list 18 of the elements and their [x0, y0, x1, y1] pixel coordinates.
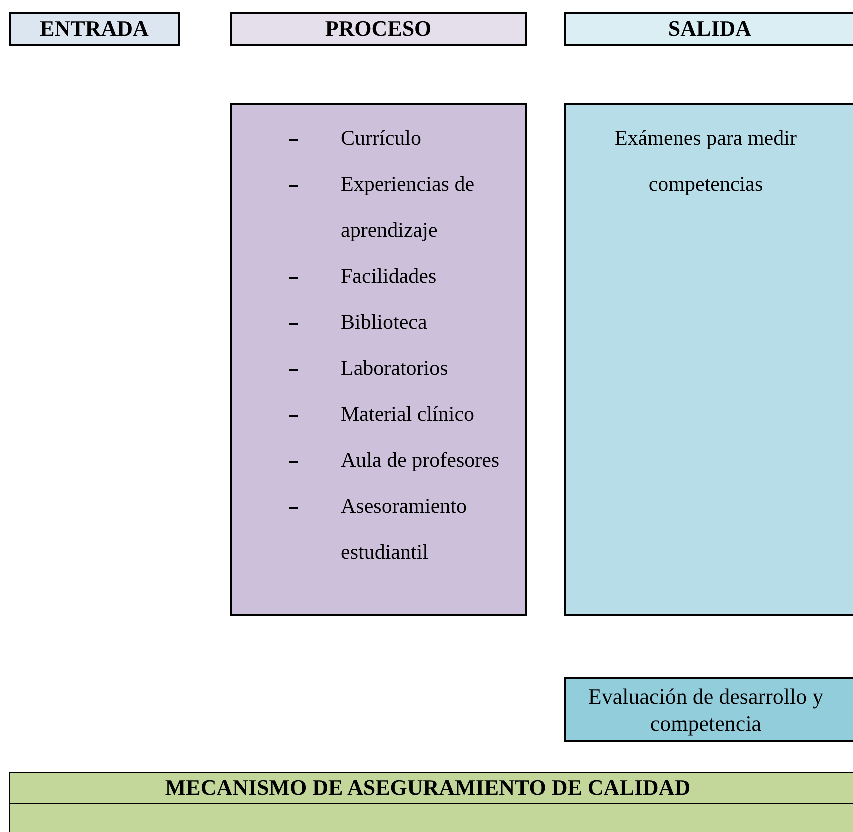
list-item: Asesoramiento estudiantil	[341, 493, 468, 566]
list-item: Laboratorios	[341, 355, 450, 382]
quality-band	[9, 772, 853, 832]
list-item: Material clínico	[341, 401, 476, 428]
output-box	[564, 103, 853, 616]
list-item: Experiencias de aprendizaje	[341, 171, 476, 244]
list-item: Facilidades	[341, 263, 438, 290]
column-header: ENTRADA	[9, 12, 180, 46]
column-header: PROCESO	[230, 12, 527, 46]
output-text: Exámenes para medir competencias	[614, 125, 798, 198]
evaluation-box	[564, 677, 853, 742]
band-title: MECANISMO DE ASEGURAMIENTO DE CALIDAD	[165, 777, 691, 799]
list-item: Currículo	[341, 125, 422, 152]
column-header: SALIDA	[564, 12, 853, 46]
list-item: Biblioteca	[341, 309, 428, 336]
evaluation-text: Evaluación de desarrollo y competencia	[587, 682, 825, 736]
process-box	[230, 103, 527, 616]
list-item: Aula de profesores	[341, 447, 501, 474]
